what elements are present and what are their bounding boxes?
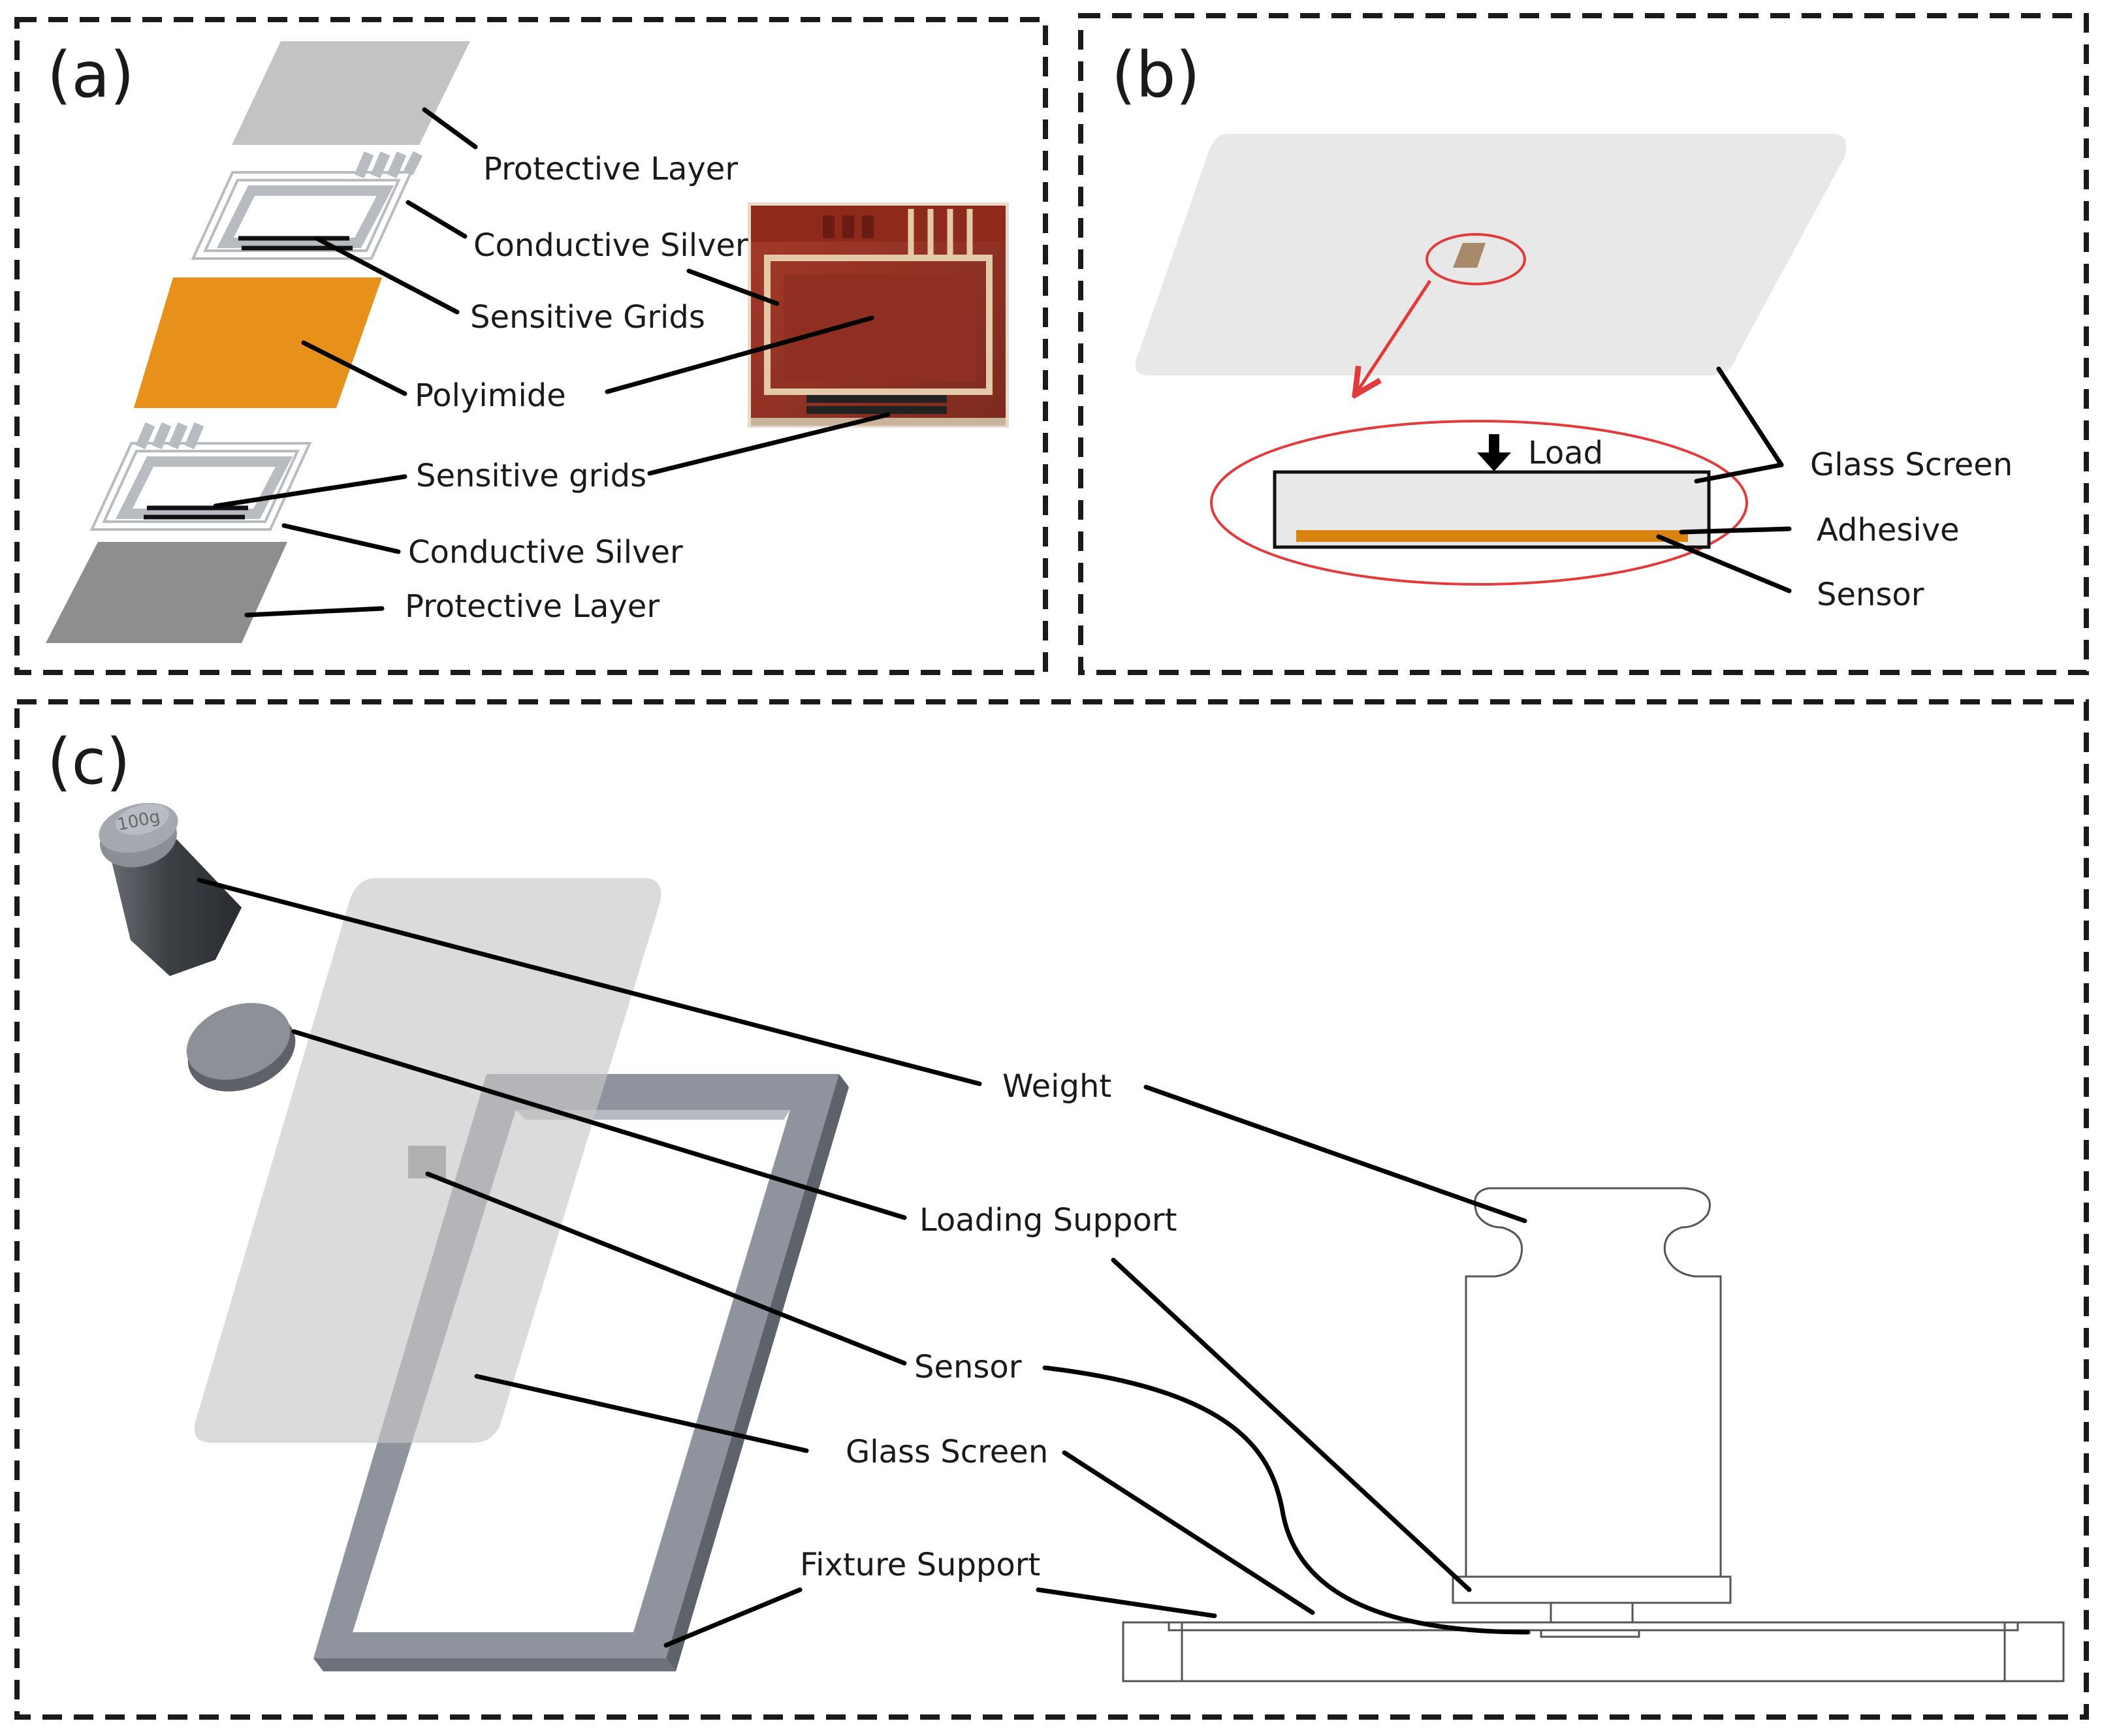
glass-screen-perspective: [1135, 134, 1847, 375]
panel-a-tag: (a): [47, 39, 135, 112]
sensor-highlight-ellipse: [1425, 233, 1526, 285]
load-down-arrow: [1477, 434, 1511, 471]
loading-support-stem: [1550, 1602, 1634, 1624]
panel-c: (c) 100g: [47, 725, 2065, 1682]
label-polyimide: Polyimide: [415, 377, 566, 414]
adhesive-layer: [1296, 530, 1688, 542]
sensor-side-view: [1540, 1629, 1640, 1638]
panel-a: (a): [46, 39, 1009, 643]
conductive-silver-top-layer: [191, 151, 423, 260]
label-loading-support: Loading Support: [919, 1202, 1177, 1239]
label-glass-screen-c: Glass Screen: [846, 1434, 1048, 1470]
side-view-assembly: [1122, 1187, 2065, 1682]
label-weight: Weight: [1002, 1068, 1111, 1105]
label-sensitive-grids-top: Sensitive Grids: [470, 299, 705, 336]
label-sensor-c: Sensor: [914, 1349, 1022, 1385]
loading-support-disc-3d: [186, 1003, 296, 1092]
protective-layer-bottom-sheet: [46, 542, 287, 643]
panel-b-tag: (b): [1111, 39, 1200, 112]
sensor-patch: [1453, 243, 1486, 268]
glass-screen-side-view: [1168, 1621, 2019, 1632]
label-load: Load: [1528, 435, 1603, 471]
label-glass-screen-b: Glass Screen: [1810, 447, 2013, 483]
sensitive-grids-bottom-lines: [144, 505, 248, 520]
panel-b: (b) Load Glass Screen Adhesive Sensor: [1111, 39, 2013, 613]
protective-layer-top-sheet: [232, 41, 470, 145]
panel-b-arrows: [1656, 366, 1792, 593]
label-sensitive-grids-bottom: Sensitive grids: [416, 458, 646, 494]
label-fixture-support: Fixture Support: [800, 1547, 1040, 1583]
panel-c-frame: [14, 699, 2089, 1720]
label-protective-layer-top: Protective Layer: [483, 151, 738, 187]
conductive-silver-bottom-layer: [89, 422, 312, 531]
panel-c-arrows: [197, 877, 1531, 1648]
label-sensor-b: Sensor: [1817, 576, 1924, 613]
weight-3d: 100g: [99, 802, 242, 976]
sensor-photo: [748, 202, 1009, 428]
label-conductive-silver-top: Conductive Silver: [473, 227, 748, 264]
fixture-right-post: [2003, 1621, 2065, 1682]
fixture-left-post: [1122, 1621, 1183, 1682]
weight-side-view: [1465, 1187, 1722, 1578]
panel-b-frame: [1078, 13, 2089, 675]
label-protective-layer-bottom: Protective Layer: [405, 588, 660, 625]
panel-a-frame: [14, 17, 1048, 675]
panel-a-arrows: [213, 107, 891, 618]
polyimide-sheet: [134, 277, 382, 408]
zoom-arrow: [1355, 279, 1432, 395]
panel-c-tag: (c): [47, 725, 131, 798]
loading-support-side-view: [1452, 1575, 1732, 1604]
label-adhesive: Adhesive: [1817, 512, 1960, 548]
cross-section-ellipse: [1210, 420, 1748, 586]
label-conductive-silver-bottom: Conductive Silver: [408, 534, 683, 571]
